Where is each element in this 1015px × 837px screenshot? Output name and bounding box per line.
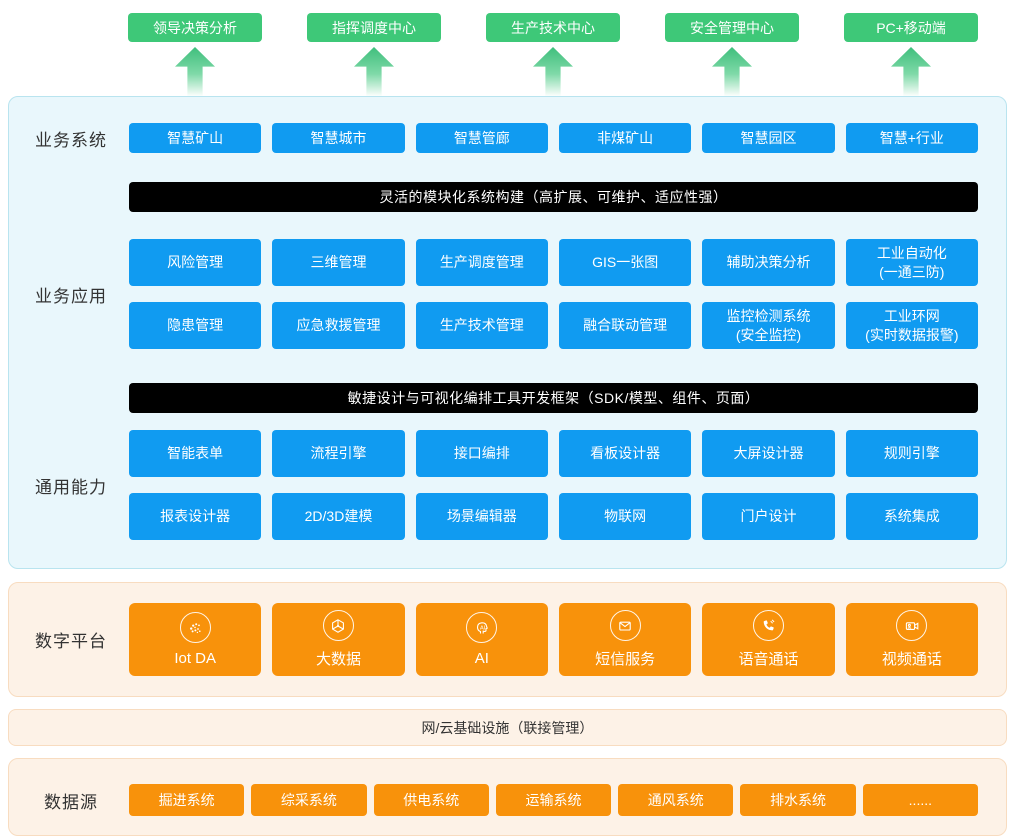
chip-smart-mine[interactable]: 智慧矿山 xyxy=(129,123,262,153)
digital-platform-panel: 数字平台 Iot DA xyxy=(8,582,1007,697)
chip-drainage-system[interactable]: 排水系统 xyxy=(740,784,856,816)
chip-monitoring-system[interactable]: 监控检测系统 (安全监控) xyxy=(702,302,835,349)
voice-call-icon xyxy=(752,610,784,641)
up-arrow-icon xyxy=(891,47,931,96)
chip-gis-map[interactable]: GIS一张图 xyxy=(558,239,692,286)
target-leader-decision-button[interactable]: 领导决策分析 xyxy=(128,13,262,42)
chip-kanban-designer[interactable]: 看板设计器 xyxy=(558,430,692,477)
target-production-tech-button[interactable]: 生产技术中心 xyxy=(486,13,620,42)
digital-platform-grid: Iot DA 大数据 AI xyxy=(129,603,978,676)
digital-platform-label: 数字平台 xyxy=(35,632,107,651)
chip-scene-editor[interactable]: 场景编辑器 xyxy=(415,493,548,540)
target-pc-mobile-button[interactable]: PC+移动端 xyxy=(844,13,978,42)
chip-more-systems[interactable]: ...... xyxy=(862,784,978,816)
chip-bigscreen-designer[interactable]: 大屏设计器 xyxy=(702,430,835,477)
top-target-column: 指挥调度中心 xyxy=(307,13,441,96)
chip-ventilation-system[interactable]: 通风系统 xyxy=(618,784,734,816)
chip-smart-form[interactable]: 智能表单 xyxy=(129,430,262,477)
business-system-group: 业务系统 智慧矿山 智慧城市 智慧管廊 非煤矿山 智慧园区 智慧+行业 xyxy=(21,123,978,153)
chip-smart-gallery[interactable]: 智慧管廊 xyxy=(415,123,548,153)
common-capability-grid: 智能表单 流程引擎 接口编排 看板设计器 大屏设计器 规则引擎 报表设计器 2D… xyxy=(129,430,978,540)
flexible-module-banner: 灵活的模块化系统构建（高扩展、可维护、适应性强） xyxy=(129,182,978,212)
chip-fusion-linkage[interactable]: 融合联动管理 xyxy=(558,302,692,349)
chip-industrial-automation[interactable]: 工业自动化 (一通三防) xyxy=(845,239,978,286)
chip-bigdata[interactable]: 大数据 xyxy=(272,603,405,676)
chip-label: AI xyxy=(474,650,489,667)
common-capability-label: 通用能力 xyxy=(35,477,107,497)
up-arrow-icon xyxy=(354,47,394,96)
up-arrow-icon xyxy=(533,47,573,96)
chip-excavation-system[interactable]: 掘进系统 xyxy=(129,784,245,816)
chip-report-designer[interactable]: 报表设计器 xyxy=(129,493,262,540)
chip-2d3d-modeling[interactable]: 2D/3D建模 xyxy=(272,493,405,540)
chip-label: 语音通话 xyxy=(738,651,799,668)
chip-label: 视频通话 xyxy=(881,651,942,668)
data-source-grid: 掘进系统 综采系统 供电系统 运输系统 通风系统 排水系统 ...... xyxy=(129,784,978,816)
chip-smart-park[interactable]: 智慧园区 xyxy=(702,123,835,153)
business-app-group: 业务应用 风险管理 三维管理 生产调度管理 GIS一张图 辅助决策分析 工业自动… xyxy=(21,239,978,349)
chip-power-system[interactable]: 供电系统 xyxy=(373,784,489,816)
chip-api-orchestration[interactable]: 接口编排 xyxy=(415,430,548,477)
top-target-column: 生产技术中心 xyxy=(486,13,620,96)
iot-da-icon xyxy=(179,612,211,643)
chip-smart-city[interactable]: 智慧城市 xyxy=(272,123,405,153)
top-target-column: 安全管理中心 xyxy=(665,13,799,96)
chip-sms[interactable]: 短信服务 xyxy=(558,603,692,676)
target-command-dispatch-button[interactable]: 指挥调度中心 xyxy=(307,13,441,42)
target-safety-mgmt-button[interactable]: 安全管理中心 xyxy=(665,13,799,42)
chip-voice-call[interactable]: 语音通话 xyxy=(702,603,835,676)
chip-label: 大数据 xyxy=(315,651,361,668)
video-call-icon xyxy=(896,610,928,641)
chip-industrial-ring-net[interactable]: 工业环网 (实时数据报警) xyxy=(845,302,978,349)
svg-text:AI: AI xyxy=(480,625,486,631)
chip-emergency-rescue[interactable]: 应急救援管理 xyxy=(272,302,405,349)
chip-decision-support[interactable]: 辅助决策分析 xyxy=(702,239,835,286)
up-arrow-icon xyxy=(712,47,752,96)
bigdata-icon xyxy=(322,610,354,641)
data-source-label: 数据源 xyxy=(44,792,98,812)
chip-label: Iot DA xyxy=(174,650,216,667)
top-target-column: 领导决策分析 xyxy=(128,13,262,96)
chip-transport-system[interactable]: 运输系统 xyxy=(495,784,612,816)
chip-portal-design[interactable]: 门户设计 xyxy=(702,493,835,540)
chip-system-integration[interactable]: 系统集成 xyxy=(845,493,978,540)
sms-icon xyxy=(609,610,641,641)
chip-production-tech-mgmt[interactable]: 生产技术管理 xyxy=(415,302,548,349)
chip-video-call[interactable]: 视频通话 xyxy=(845,603,978,676)
top-target-column: PC+移动端 xyxy=(844,13,978,96)
platform-panel: 业务系统 智慧矿山 智慧城市 智慧管廊 非煤矿山 智慧园区 智慧+行业 灵活的模… xyxy=(8,96,1007,569)
ai-icon: AI xyxy=(466,612,498,643)
agile-design-banner: 敏捷设计与可视化编排工具开发框架（SDK/模型、组件、页面） xyxy=(129,383,978,413)
chip-noncoal-mine[interactable]: 非煤矿山 xyxy=(558,123,692,153)
chip-dispatch-mgmt[interactable]: 生产调度管理 xyxy=(415,239,548,286)
chip-workflow-engine[interactable]: 流程引擎 xyxy=(272,430,405,477)
chip-risk-mgmt[interactable]: 风险管理 xyxy=(129,239,262,286)
common-capability-group: 通用能力 智能表单 流程引擎 接口编排 看板设计器 大屏设计器 规则引擎 报表设… xyxy=(21,430,978,540)
data-source-panel: 数据源 掘进系统 综采系统 供电系统 运输系统 通风系统 排水系统 ...... xyxy=(8,758,1007,836)
business-system-grid: 智慧矿山 智慧城市 智慧管廊 非煤矿山 智慧园区 智慧+行业 xyxy=(129,123,978,153)
business-app-label: 业务应用 xyxy=(35,286,107,306)
chip-hazard-mgmt[interactable]: 隐患管理 xyxy=(129,302,262,349)
business-app-grid: 风险管理 三维管理 生产调度管理 GIS一张图 辅助决策分析 工业自动化 (一通… xyxy=(129,239,978,349)
chip-iot-da[interactable]: Iot DA xyxy=(129,603,262,676)
chip-smart-plus-industry[interactable]: 智慧+行业 xyxy=(845,123,978,153)
chip-mining-system[interactable]: 综采系统 xyxy=(251,784,367,816)
chip-ai[interactable]: AI AI xyxy=(415,603,548,676)
up-arrow-icon xyxy=(175,47,215,96)
chip-rule-engine[interactable]: 规则引擎 xyxy=(845,430,978,477)
chip-label: 短信服务 xyxy=(595,651,656,668)
business-system-label: 业务系统 xyxy=(35,130,107,150)
chip-iot[interactable]: 物联网 xyxy=(558,493,692,540)
top-targets-row: 领导决策分析 指挥调度中心 生产技术中心 安全管理中心 PC+移动端 xyxy=(128,0,978,96)
chip-3d-mgmt[interactable]: 三维管理 xyxy=(272,239,405,286)
infrastructure-bar: 网/云基础设施（联接管理） xyxy=(8,709,1007,746)
